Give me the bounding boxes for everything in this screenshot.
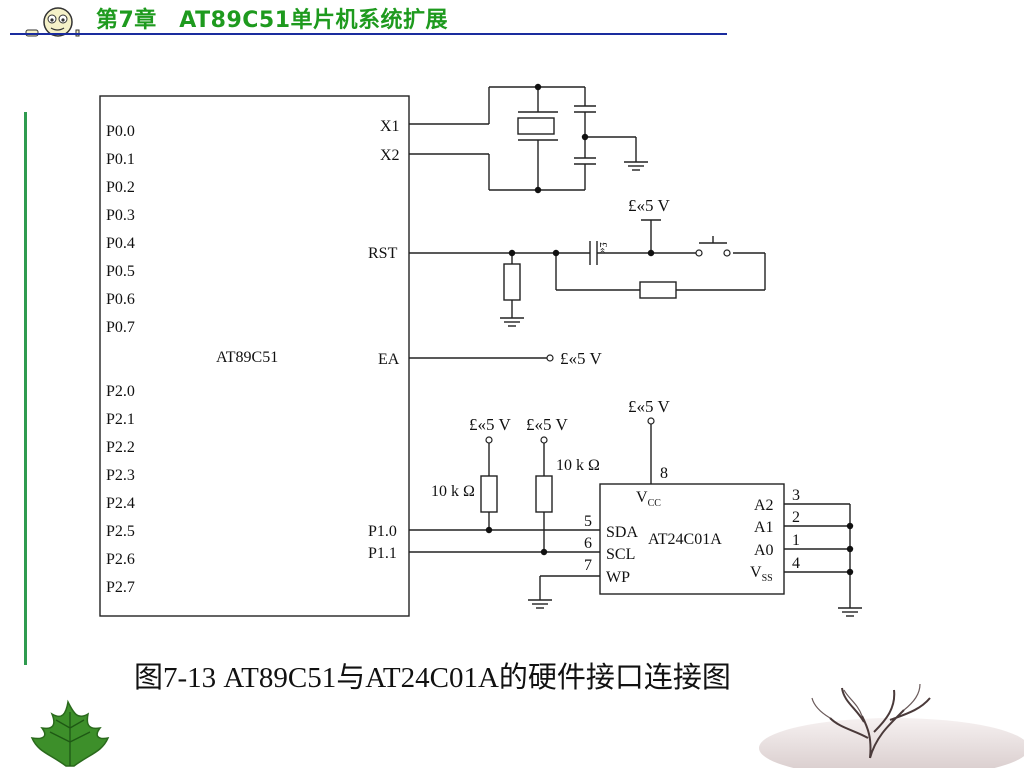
pin-number: 2: [792, 509, 800, 526]
pin-number: 8: [660, 465, 668, 482]
pin-label-p11: P1.1: [368, 545, 397, 562]
page-title: 第7章 AT89C51单片机系统扩展: [96, 8, 449, 33]
eeprom-vcc-label: VCC: [636, 489, 661, 509]
rst-pulldown-resistor: [503, 263, 521, 301]
pin-label: P2.2: [106, 439, 135, 456]
pin-label: P0.6: [106, 291, 135, 308]
eeprom-a0-label: A0: [754, 542, 774, 559]
supply-label: £«5 V: [628, 196, 670, 215]
supply-label: £«5 V: [560, 349, 602, 368]
pin-label: P2.5: [106, 523, 135, 540]
pin-number: 1: [792, 532, 800, 549]
resistor-label: 10 k: [556, 457, 584, 474]
resistor-label: 10 k: [431, 483, 459, 500]
pin-label: P2.6: [106, 551, 135, 568]
pin-label: P2.7: [106, 579, 135, 596]
eeprom-name: AT24C01A: [648, 531, 722, 548]
header-divider: [10, 33, 727, 35]
eeprom-sda-label: SDA: [606, 524, 638, 541]
leaf-icon: [30, 699, 110, 767]
supply-label: £«5 V: [628, 397, 670, 416]
eeprom-scl-label: SCL: [606, 546, 635, 563]
pin-label: P2.3: [106, 467, 135, 484]
pin-number: 7: [584, 557, 592, 574]
side-accent-bar: [24, 112, 27, 665]
mcu-body: [99, 95, 410, 617]
scl-pullup-resistor: [535, 475, 553, 513]
supply-label: £«5 V: [469, 415, 511, 434]
eeprom-a2-label: A2: [754, 497, 774, 514]
pin-label-rst: RST: [368, 245, 398, 262]
eeprom-vss-label: VSS: [750, 564, 773, 584]
pin-number: 3: [792, 487, 800, 504]
pin-label-p10: P1.0: [368, 523, 397, 540]
mcu-name: AT89C51: [216, 349, 278, 366]
eeprom-body: [599, 483, 785, 595]
pin-label: P0.7: [106, 319, 135, 336]
eeprom-a1-label: A1: [754, 519, 774, 536]
pin-label: P2.1: [106, 411, 135, 428]
pin-label: P0.5: [106, 263, 135, 280]
pin-number: 5: [584, 513, 592, 530]
pin-label: P0.0: [106, 123, 135, 140]
pin-label-ea: EA: [378, 351, 400, 368]
mascot-icon: [25, 7, 80, 37]
pin-number: 4: [792, 555, 800, 572]
pin-label: P2.4: [106, 495, 135, 512]
capacitor-polarity-label: £«: [597, 242, 609, 254]
figure-caption: 图7-13 AT89C51与AT24C01A的硬件接口连接图: [134, 662, 731, 694]
pin-label: P0.2: [106, 179, 135, 196]
pin-label: P0.4: [106, 235, 135, 252]
crystal: [517, 117, 555, 135]
eeprom-wp-label: WP: [606, 569, 630, 586]
pin-number: 6: [584, 535, 592, 552]
resistor-unit: Ω: [588, 457, 600, 474]
pin-label: P0.3: [106, 207, 135, 224]
resistor-unit: Ω: [463, 483, 475, 500]
sda-pullup-resistor: [480, 475, 498, 513]
rst-series-resistor: [639, 281, 677, 299]
pin-label-x1: X1: [380, 118, 400, 135]
supply-label: £«5 V: [526, 415, 568, 434]
pin-label: P0.1: [106, 151, 135, 168]
pin-label: P2.0: [106, 383, 135, 400]
pin-label-x2: X2: [380, 147, 400, 164]
tree-icon: [759, 683, 1024, 768]
